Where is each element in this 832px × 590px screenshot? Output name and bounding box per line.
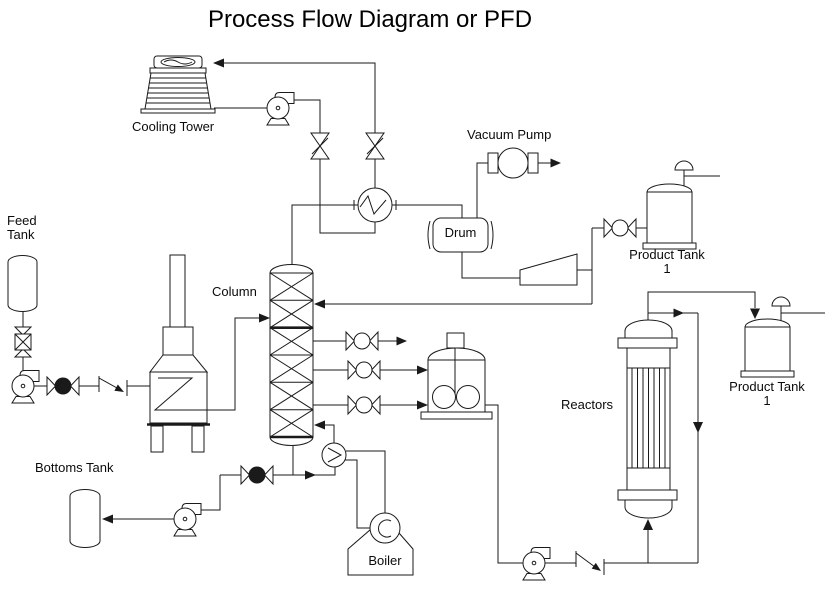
drum-label: Drum xyxy=(444,225,477,240)
feed-ball-valve xyxy=(46,375,80,397)
side-draw-valve-1 xyxy=(345,330,379,352)
feed-tank-label: Feed Tank xyxy=(7,213,37,242)
diagram-title: Process Flow Diagram or PFD xyxy=(207,6,533,33)
vacuum-pump-symbol xyxy=(487,147,539,179)
reactors-label: Reactors xyxy=(561,397,614,412)
feed-check-valve xyxy=(98,376,128,396)
bottoms-pump xyxy=(173,503,202,537)
stirred-reactor xyxy=(420,332,493,420)
product-tank-2-symbol xyxy=(740,296,795,378)
side-draw-valve-3 xyxy=(347,394,381,416)
flow-arrows xyxy=(102,58,760,530)
feed-pump xyxy=(11,370,40,404)
boiler-symbol xyxy=(347,512,414,576)
side-draw-valve-2 xyxy=(347,359,381,381)
fired-heater xyxy=(147,254,210,453)
vacuum-pump-label: Vacuum Pump xyxy=(467,127,552,142)
reactor-check-valve xyxy=(575,551,605,575)
reactor-feed-pump xyxy=(522,547,551,581)
cooling-water-pump xyxy=(266,92,295,126)
tubular-reactor xyxy=(617,319,678,519)
feed-tank-symbol xyxy=(7,255,38,312)
product-tank-2-label: Product Tank 1 xyxy=(729,379,805,408)
drum-symbol xyxy=(427,217,494,253)
gate-valve-1 xyxy=(310,132,330,160)
feed-isolation-valve xyxy=(13,326,33,358)
bottoms-tank-symbol xyxy=(69,489,101,548)
product-tank-1-symbol xyxy=(642,160,697,250)
gate-valve-2 xyxy=(365,132,385,160)
reboiler-exchanger xyxy=(321,442,347,468)
product-tank-1-label: Product Tank 1 xyxy=(629,247,705,276)
product-globe-valve xyxy=(603,217,637,239)
bottoms-tank-label: Bottoms Tank xyxy=(35,460,114,475)
condenser-heat-exchanger xyxy=(353,187,397,223)
distillate-conveyor xyxy=(519,253,578,286)
process-pipes xyxy=(22,62,825,564)
distillation-column xyxy=(269,264,314,446)
cooling-tower-symbol xyxy=(140,55,216,114)
column-label: Column xyxy=(212,284,257,299)
boiler-label: Boiler xyxy=(368,553,402,568)
bottoms-ball-valve xyxy=(240,464,274,486)
cooling-tower-label: Cooling Tower xyxy=(132,119,215,134)
